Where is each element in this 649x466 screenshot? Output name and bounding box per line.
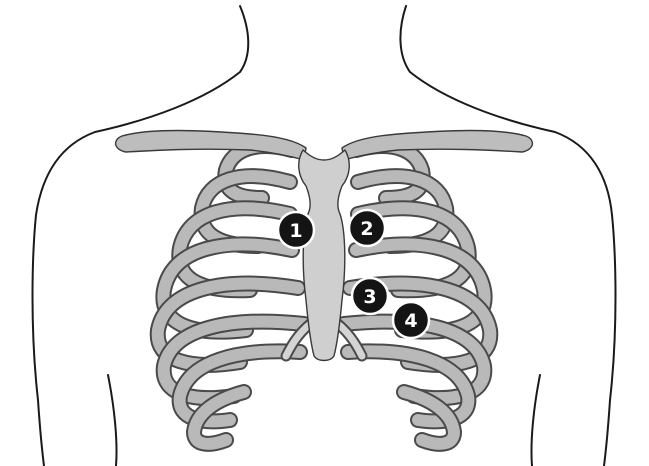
left-ribs (158, 146, 304, 444)
right-arm-inner-line (531, 375, 540, 466)
marker-4: 4 (393, 302, 429, 338)
left-arm-inner-line (108, 375, 117, 466)
marker-3: 3 (352, 278, 388, 314)
marker-1-label: 1 (289, 220, 302, 242)
marker-4-label: 4 (404, 310, 417, 332)
marker-2: 2 (349, 210, 385, 246)
clavicles (116, 131, 533, 161)
marker-2-label: 2 (360, 218, 373, 240)
marker-1: 1 (278, 212, 314, 248)
marker-3-label: 3 (363, 286, 376, 308)
right-clavicle (342, 131, 532, 161)
left-clavicle (116, 131, 306, 161)
